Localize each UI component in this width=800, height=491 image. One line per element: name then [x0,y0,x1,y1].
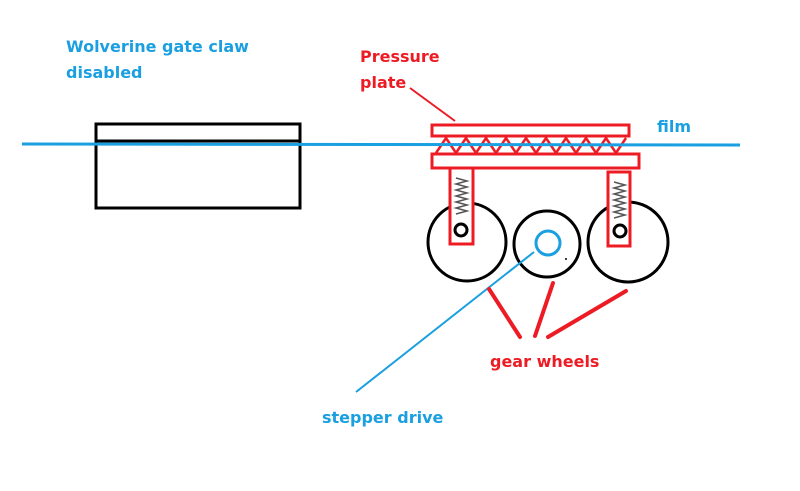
film-line [21,142,741,147]
pressure-plate-label-line1: Pressure [360,47,440,66]
gate-claw-label-line1: Wolverine gate claw [66,37,249,56]
stepper-drive-hub [534,229,562,257]
hub-dot [565,258,567,260]
gate-claw-label-line2: disabled [66,63,143,82]
stepper-drive-leader [355,251,535,393]
gear-wheels-leaders [487,281,628,339]
pressure-plate-label-line2: plate [360,73,406,92]
pressure-plate-bottom [430,152,641,170]
gear-wheel-center [512,209,582,279]
pressure-plate-leader [409,87,456,122]
pressure-plate-assembly [430,123,641,170]
gate-box [94,122,302,210]
stepper-drive-label: stepper drive [322,408,444,427]
film-label: film [657,117,691,136]
spring-post-left [448,166,475,246]
spring-post-right [606,170,632,248]
axle-left [453,222,469,238]
axle-right [612,223,628,239]
pressure-plate-top [430,123,631,138]
gear-wheels-label: gear wheels [490,352,599,371]
